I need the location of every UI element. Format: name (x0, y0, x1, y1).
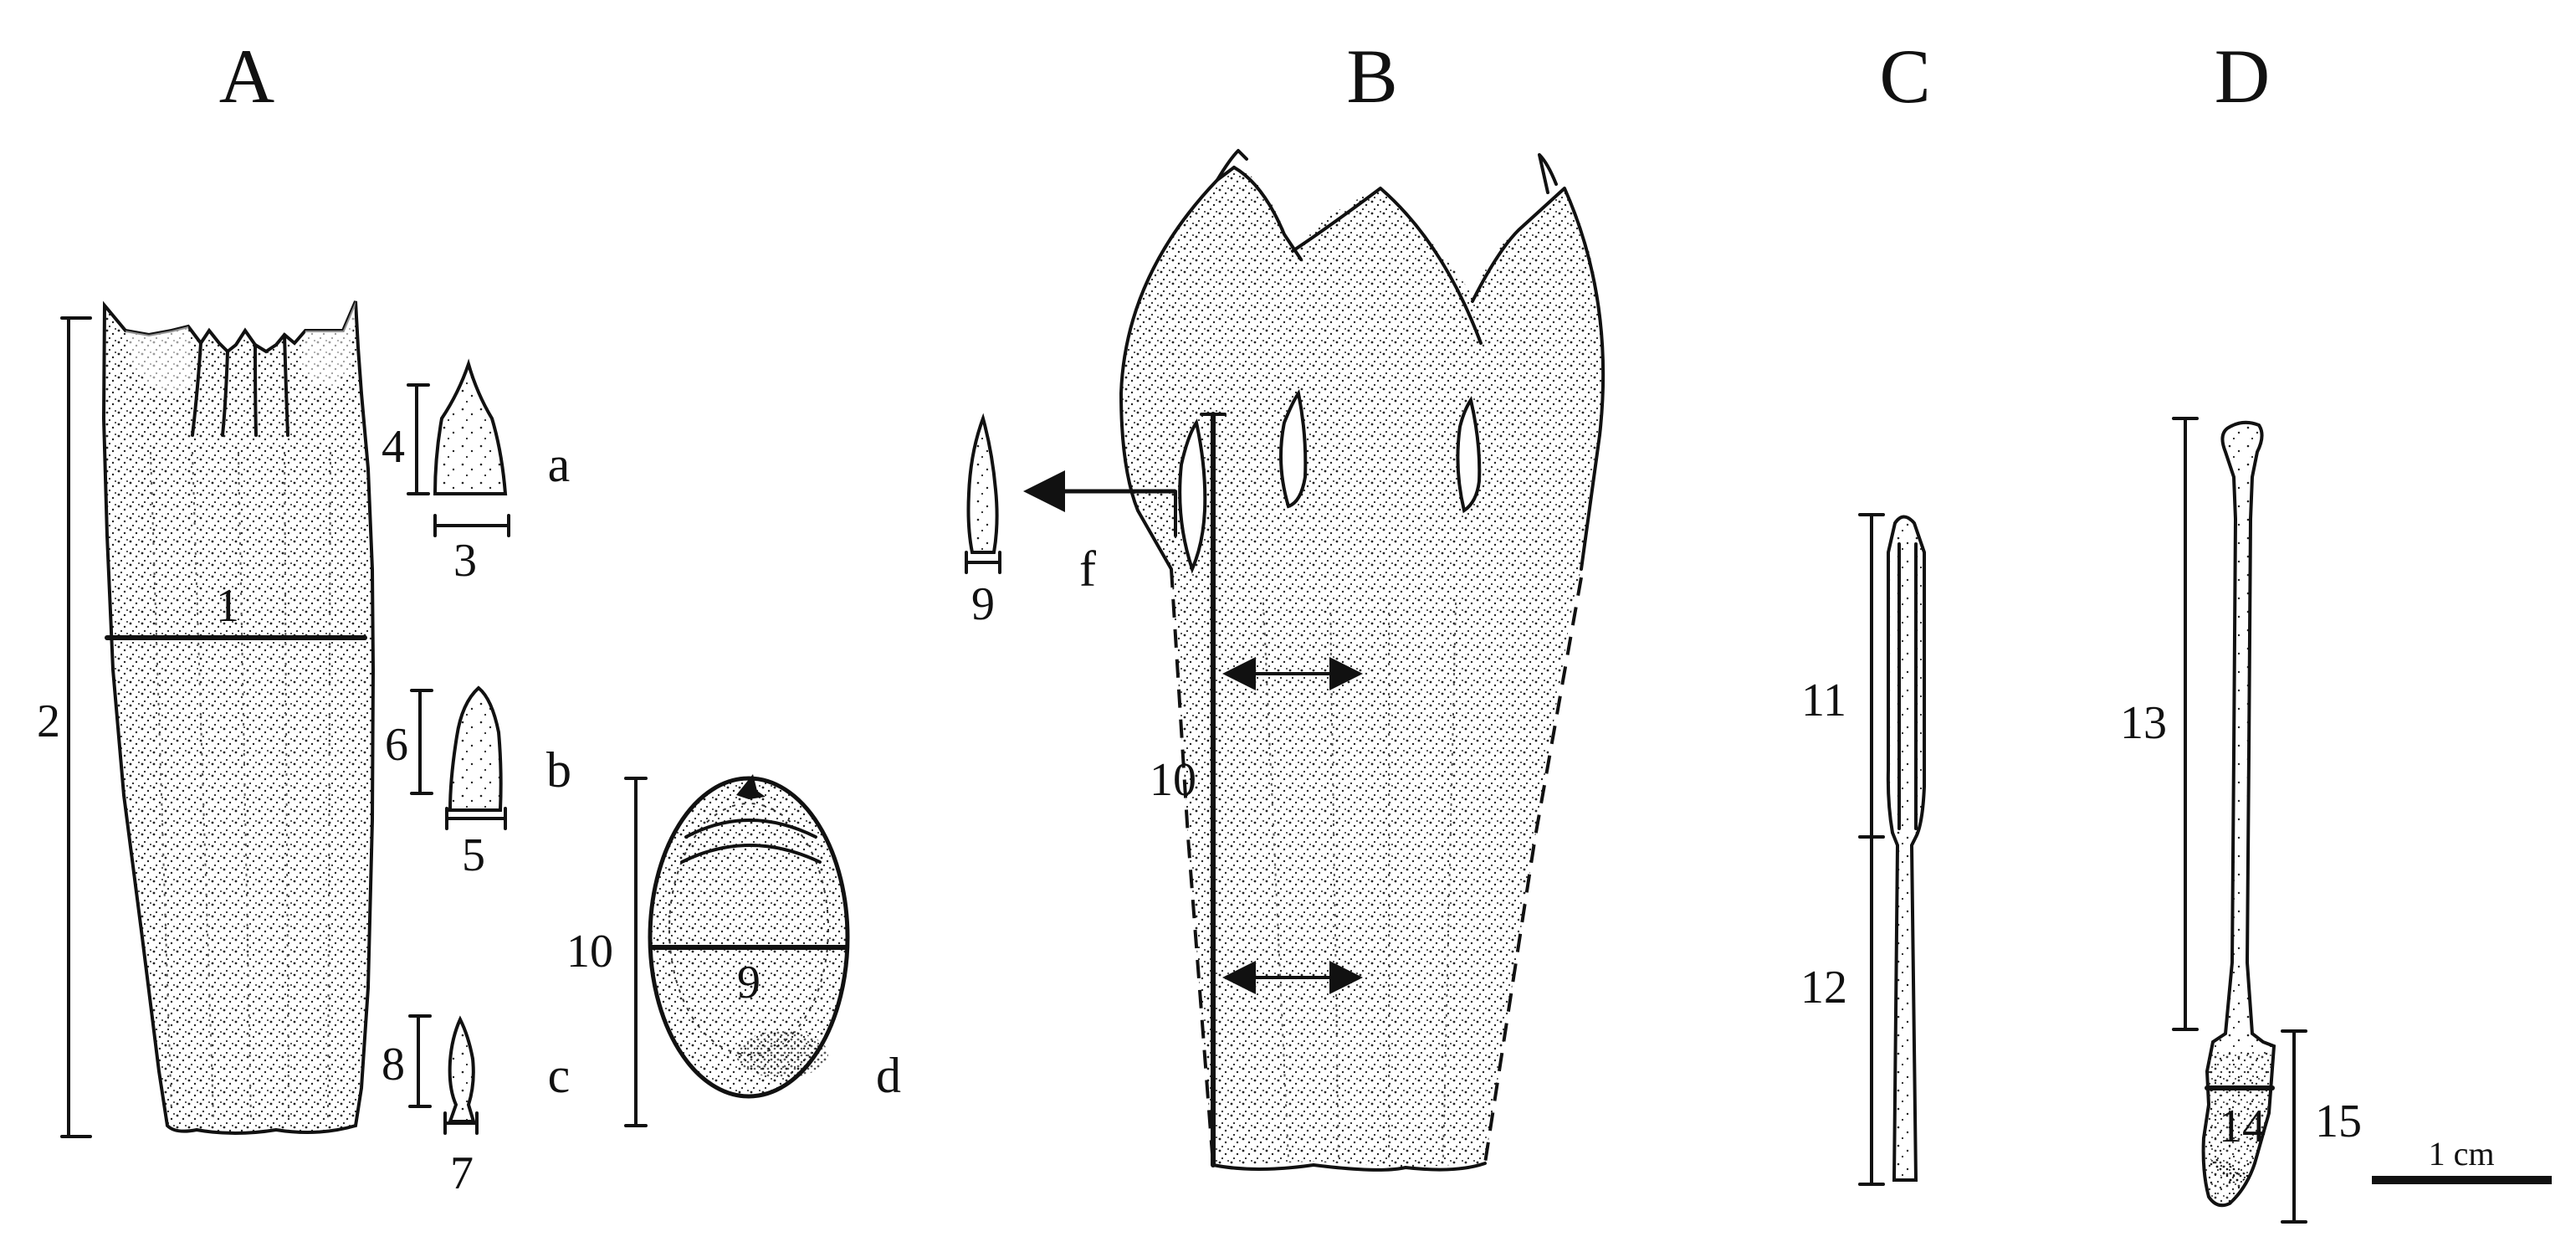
calyx-lobe-a (433, 358, 508, 495)
measure-2-label: 2 (37, 695, 60, 747)
measure-9-label-b: 9 (971, 578, 995, 630)
detached-lobe-f (966, 413, 999, 554)
measure-10-label-a: 10 (566, 926, 613, 978)
sublabel-a: a (548, 437, 571, 492)
measure-5-label: 5 (462, 829, 485, 881)
measure-1-label: 1 (216, 580, 239, 632)
measure-15-label: 15 (2315, 1096, 2362, 1147)
measure-9-label-a: 9 (737, 957, 761, 1008)
measure-3-label: 3 (453, 535, 477, 587)
measure-6-label: 6 (385, 719, 408, 771)
measure-13-label: 13 (2120, 697, 2167, 749)
scale-bar-label: 1 cm (2429, 1135, 2495, 1173)
measure-7-label: 7 (450, 1147, 474, 1199)
measure-10-label-b: 10 (1150, 754, 1196, 806)
panel-letter-a: A (219, 33, 274, 119)
measure-8-label: 8 (382, 1039, 405, 1090)
measure-11-label: 11 (1801, 675, 1846, 726)
panel-a-calyx (101, 300, 376, 1135)
panel-letter-c: C (1879, 33, 1930, 119)
calyx-lobe-b (448, 685, 503, 812)
sublabel-b: b (546, 742, 571, 798)
sublabel-f: f (1079, 541, 1096, 597)
panel-letter-d: D (2215, 33, 2270, 119)
measure-4-label: 4 (382, 421, 405, 473)
measure-14-label: 14 (2219, 1101, 2266, 1152)
calyx-tube-drawing (101, 300, 376, 1135)
measure-12-label: 12 (1800, 962, 1847, 1014)
oval-structure-d (648, 774, 850, 1099)
panel-c-stamen (1886, 515, 1926, 1182)
panel-b-calyx (1119, 149, 1606, 1172)
sublabel-c: c (548, 1048, 571, 1103)
panel-letter-b: B (1346, 33, 1397, 119)
sublabel-d: d (876, 1048, 901, 1103)
calyx-lobe-c (448, 1015, 476, 1123)
